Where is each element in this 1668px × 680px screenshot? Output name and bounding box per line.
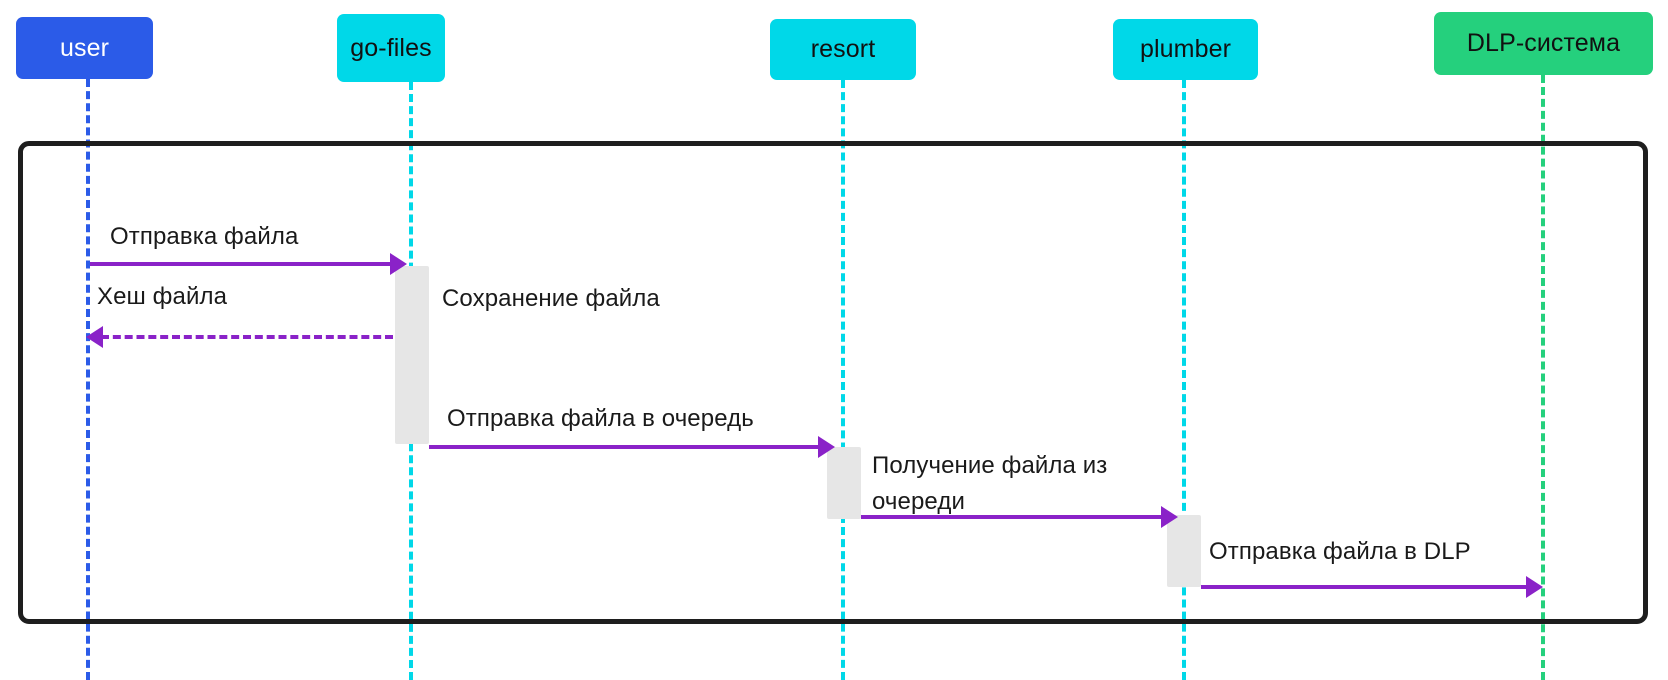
message-label-msg-3: Отправка файла в очередь <box>447 405 754 432</box>
message-label-msg-2: Хеш файла <box>97 283 228 310</box>
activation-bar-go-files <box>395 266 429 444</box>
participant-box-go-files[interactable]: go-files <box>337 14 445 82</box>
participant-label-go-files: go-files <box>350 33 432 62</box>
participant-label-resort: resort <box>810 35 876 63</box>
message-line-msg-4 <box>861 515 1163 519</box>
message-line-msg-3 <box>429 445 820 449</box>
activation-label-act-label-1: Сохранение файла <box>442 285 660 312</box>
participant-label-user: user <box>59 33 110 62</box>
activation-bar-resort <box>827 447 861 519</box>
message-line-msg-2 <box>101 335 393 339</box>
arrowhead-msg-3 <box>818 436 835 458</box>
lifeline-plumber <box>1182 80 1186 680</box>
participant-box-user[interactable]: user <box>16 17 153 79</box>
participant-box-plumber[interactable]: plumber <box>1113 19 1258 80</box>
lifeline-user <box>86 79 90 680</box>
arrowhead-msg-5 <box>1526 576 1543 598</box>
arrowhead-msg-1 <box>390 253 407 275</box>
participant-box-dlp[interactable]: DLP-система <box>1434 12 1653 75</box>
activation-label-act-label-3: Отправка файла в DLP <box>1209 538 1471 565</box>
activation-label-act-label-2: Получение файла из очереди <box>872 452 1108 515</box>
participant-label-dlp: DLP-система <box>1466 29 1621 57</box>
lifeline-resort <box>841 80 845 680</box>
arrowhead-msg-2 <box>86 326 103 348</box>
arrowhead-msg-4 <box>1161 506 1178 528</box>
lifeline-dlp <box>1541 75 1545 680</box>
message-line-msg-1 <box>90 262 392 266</box>
participant-box-resort[interactable]: resort <box>770 19 916 80</box>
participant-label-plumber: plumber <box>1139 35 1232 63</box>
message-label-msg-1: Отправка файла <box>110 223 299 250</box>
message-line-msg-5 <box>1201 585 1528 589</box>
diagram-frame <box>18 141 1648 624</box>
